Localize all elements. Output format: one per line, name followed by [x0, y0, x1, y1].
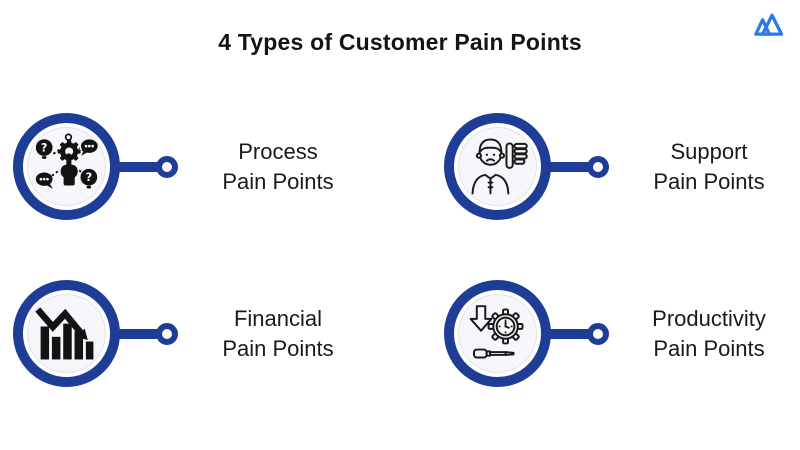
item-label-line1: Productivity — [652, 305, 766, 331]
pain-point-item-support: Support Pain Points — [444, 113, 797, 220]
item-label: Support Pain Points — [621, 137, 797, 197]
gear-hand-ideas-icon: ? ? — [27, 127, 106, 206]
circle-badge: ? ? — [13, 113, 120, 220]
connector-end-ring — [156, 155, 178, 178]
connector-bar — [549, 328, 588, 339]
item-label-line2: Pain Points — [653, 335, 765, 361]
pain-point-item-financial: Financial Pain Points — [13, 280, 366, 387]
circle-badge — [13, 280, 120, 387]
connector-end-ring — [587, 322, 609, 345]
pain-point-item-process: ? ? Process Pain Points — [13, 113, 366, 220]
mountain-brand-logo-icon — [750, 10, 786, 43]
item-label-line1: Financial — [233, 305, 323, 331]
item-label-line1: Support — [670, 138, 748, 164]
connector-bar — [118, 328, 157, 339]
item-label-line2: Pain Points — [222, 168, 334, 194]
connector-bar — [118, 161, 157, 172]
item-label-line1: Process — [238, 138, 318, 164]
item-label-line2: Pain Points — [222, 335, 334, 361]
circle-badge — [444, 113, 551, 220]
connector-bar — [549, 161, 588, 172]
item-label: Financial Pain Points — [190, 304, 366, 364]
pain-point-item-productivity: Productivity Pain Points — [444, 280, 797, 387]
item-label-line2: Pain Points — [653, 168, 765, 194]
connector-end-ring — [587, 155, 609, 178]
unhappy-customer-thumbs-down-icon — [458, 127, 537, 206]
connector-end-ring — [156, 322, 178, 345]
item-label: Process Pain Points — [190, 137, 366, 197]
clock-gear-screwdriver-icon — [458, 294, 537, 373]
declining-bar-chart-icon — [27, 294, 106, 373]
page-title: 4 Types of Customer Pain Points — [218, 29, 582, 55]
item-label: Productivity Pain Points — [621, 304, 797, 364]
circle-badge — [444, 280, 551, 387]
svg-text:?: ? — [40, 141, 46, 154]
svg-text:?: ? — [85, 171, 91, 184]
